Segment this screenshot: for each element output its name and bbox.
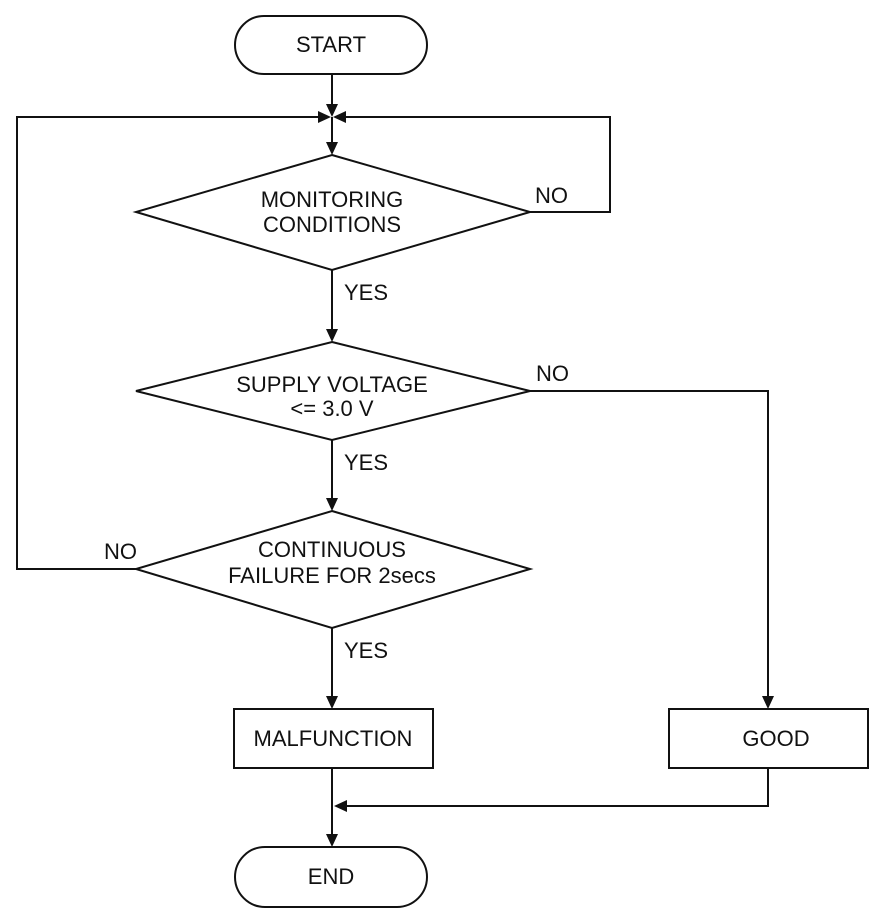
end-terminator [234,846,428,908]
end-label: END [308,864,354,889]
decision-supply-line2: <= 3.0 V [290,396,374,421]
decision-supply-line1: SUPPLY VOLTAGE [236,372,428,397]
process-malfunction-label: MALFUNCTION [254,726,413,751]
start-arrowhead [326,104,338,117]
supply-yes-label: YES [344,450,388,475]
good-arrowhead [334,800,347,812]
supply-yes-arrowhead [326,498,338,511]
decision-monitoring-line1: MONITORING [261,187,404,212]
monitoring-no-connector [344,116,611,213]
supply-no-arrowhead [762,696,774,709]
monitoring-yes-label: YES [344,280,388,305]
monitoring-no-arrowhead [333,111,346,123]
decision-monitoring-line2: CONDITIONS [263,212,401,237]
monitoring-yes-arrowhead [326,329,338,342]
decision-monitoring-arrowhead [326,142,338,155]
process-good-label: GOOD [742,726,809,751]
supply-no-label: NO [536,361,569,386]
continuous-no-arrowhead [318,111,331,123]
continuous-yes-arrowhead [326,696,338,709]
decision-continuous-line2: FAILURE FOR 2secs [228,563,436,588]
end-arrowhead [326,834,338,847]
monitoring-no-label: NO [535,183,568,208]
good-connector [346,768,769,807]
supply-no-connector [530,390,769,698]
process-malfunction [233,708,434,769]
continuous-no-label: NO [104,539,137,564]
decision-continuous-line1: CONTINUOUS [258,537,406,562]
continuous-yes-label: YES [344,638,388,663]
start-label: START [296,32,366,57]
continuous-no-connector [16,116,320,570]
